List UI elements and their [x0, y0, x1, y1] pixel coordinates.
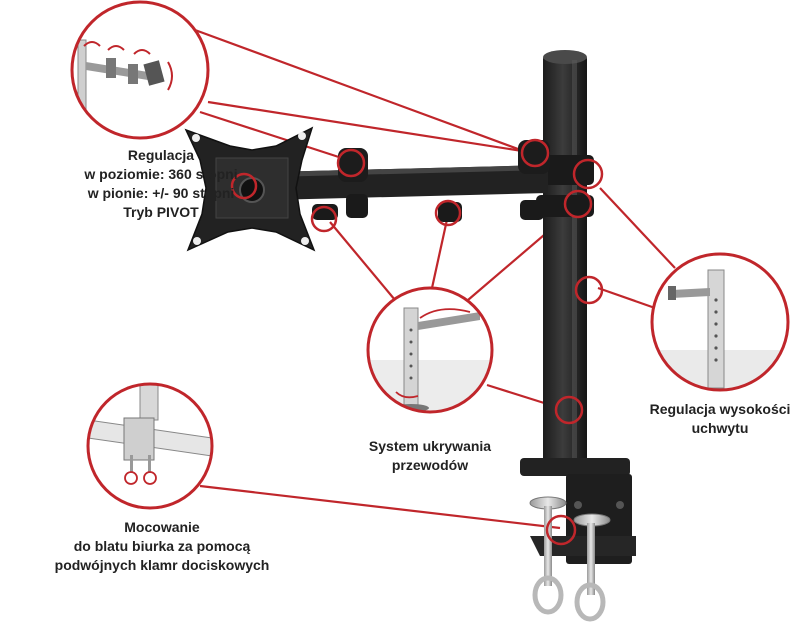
detail-cable [366, 286, 494, 414]
label-desk-mounting: Mocowanie do blatu biurka za pomocą podw… [42, 518, 282, 575]
label-mount-line-2: do blatu biurka za pomocą [73, 538, 251, 554]
label-height-adjustment: Regulacja wysokości uchwytu [640, 400, 800, 438]
label-rotation: Regulacja w poziomie: 360 stopni w pioni… [66, 146, 256, 222]
detail-rotation [70, 0, 210, 140]
label-height-line-1: Regulacja wysokości [649, 401, 791, 417]
callout-marker [572, 158, 604, 190]
label-height-line-2: uchwytu [691, 420, 749, 436]
label-mount-line-3: podwójnych klamr dociskowych [54, 557, 270, 573]
callout-marker [554, 395, 584, 425]
callout-marker [545, 514, 577, 546]
callout-marker [230, 172, 258, 200]
label-rotation-line-4: Tryb PIVOT [123, 204, 199, 220]
label-rotation-line-1: Regulacja [127, 147, 195, 163]
callout-marker [336, 148, 366, 178]
connector-line [597, 286, 656, 310]
desk-clamp [520, 458, 636, 622]
connector-line [199, 484, 561, 530]
label-cable-line-1: System ukrywania [368, 438, 492, 454]
label-cable-line-2: przewodów [391, 457, 469, 473]
callout-marker [520, 138, 550, 168]
connector-line [599, 187, 676, 269]
callout-markers [230, 138, 604, 546]
callout-marker [310, 205, 338, 233]
connector-line [430, 214, 450, 289]
label-rotation-line-3: w pionie: +/- 90 stopni [87, 185, 235, 201]
callout-marker [574, 275, 604, 305]
arm [262, 140, 594, 222]
label-rotation-line-2: w poziomie: 360 stopni [84, 166, 238, 182]
connector-line [207, 100, 536, 155]
detail-clamp [86, 382, 214, 510]
callout-marker [563, 189, 593, 219]
label-cable-management: System ukrywania przewodów [350, 437, 510, 475]
callout-marker [434, 199, 462, 227]
connector-line [329, 221, 396, 301]
detail-height [650, 252, 790, 392]
vesa-plate [184, 126, 316, 252]
label-mount-line-1: Mocowanie [124, 519, 200, 535]
connector-line [199, 110, 349, 162]
